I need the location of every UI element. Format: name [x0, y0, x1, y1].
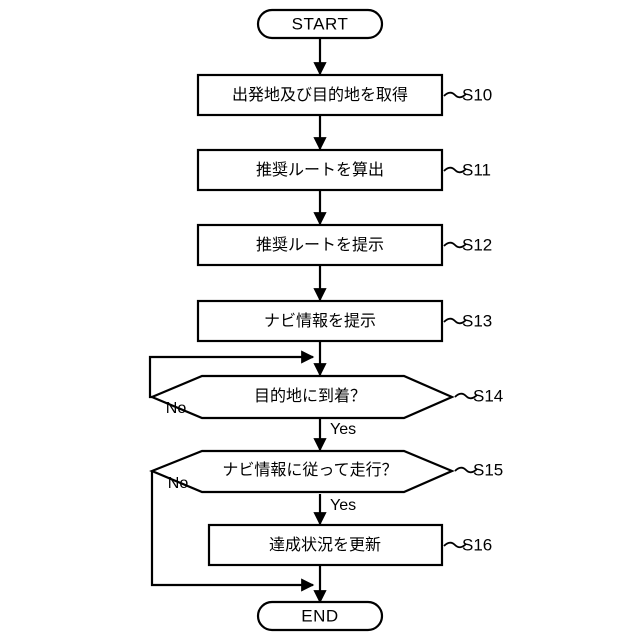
s15-decision-shape — [149, 449, 455, 494]
s14-label: 目的地に到着？ — [254, 387, 366, 405]
s12-step-connector-squiggle — [443, 241, 467, 249]
s11-step-label: S11 — [462, 160, 491, 179]
s14-step-label: S14 — [473, 386, 503, 405]
s16-process-shape — [207, 523, 444, 567]
s14-decision-shape — [149, 374, 455, 420]
s10-step-label: S10 — [462, 85, 492, 104]
connector-s15-no-loop — [150, 471, 315, 592]
node-s10: 出発地及び目的地を取得 S10 — [196, 73, 492, 117]
end-terminal-shape — [256, 600, 384, 632]
s14-step-connector-squiggle — [454, 392, 478, 400]
s10-step-connector-squiggle — [443, 91, 467, 99]
s15-step-connector-squiggle — [454, 466, 478, 474]
s13-process-shape — [196, 299, 444, 343]
s15-yes-edge-label: Yes — [330, 497, 356, 514]
s15-label: ナビ情報に従って走行？ — [222, 461, 397, 479]
s15-no-edge-label: No — [168, 475, 189, 492]
s14-yes-edge-label: Yes — [330, 421, 356, 438]
node-s12: 推奨ルートを提示 S12 — [196, 223, 492, 267]
s16-step-label: S16 — [462, 535, 492, 554]
s10-label: 出発地及び目的地を取得 — [232, 86, 408, 104]
s14-no-edge-label: No — [166, 400, 187, 417]
s11-process-shape — [196, 148, 444, 192]
start-terminal-shape — [256, 8, 384, 40]
node-s13: ナビ情報を提示 S13 — [196, 299, 492, 343]
s13-label: ナビ情報を提示 — [264, 312, 376, 330]
s12-label: 推奨ルートを提示 — [256, 236, 384, 254]
start-label: START — [292, 14, 349, 33]
node-s14: 目的地に到着？ S14 No Yes — [149, 374, 503, 438]
s13-step-connector-squiggle — [443, 317, 467, 325]
node-start: START — [256, 8, 384, 40]
s11-step-connector-squiggle — [443, 166, 467, 174]
node-s15: ナビ情報に従って走行？ S15 No Yes — [149, 449, 503, 514]
node-s16: 達成状況を更新 S16 — [207, 523, 492, 567]
s11-label: 推奨ルートを算出 — [256, 160, 384, 179]
s13-step-label: S13 — [462, 311, 492, 330]
s12-step-label: S12 — [462, 235, 492, 254]
node-end: END — [256, 600, 384, 632]
s16-label: 達成状況を更新 — [269, 536, 381, 554]
s16-step-connector-squiggle — [443, 541, 467, 549]
s12-process-shape — [196, 223, 444, 267]
s10-process-shape — [196, 73, 444, 117]
node-s11: 推奨ルートを算出 S11 — [196, 148, 491, 192]
end-label: END — [301, 606, 338, 625]
s15-step-label: S15 — [473, 460, 503, 479]
